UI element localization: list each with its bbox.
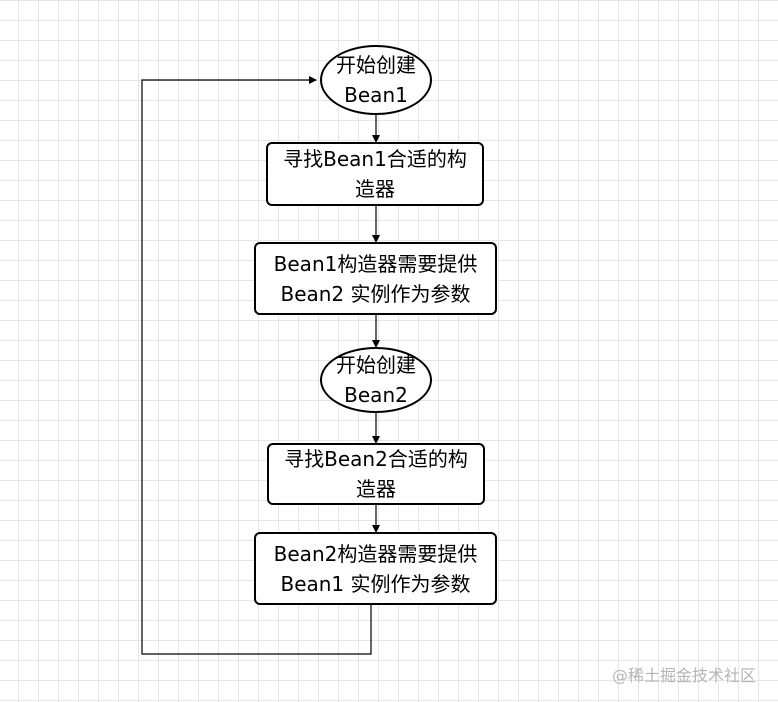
node-find-constructor-bean1-label: 寻找Bean1合适的构 造器 — [283, 147, 467, 201]
node-start-bean1: 开始创建 Bean1 — [320, 45, 432, 115]
node-bean2-needs-bean1: Bean2构造器需要提供 Bean1 实例作为参数 — [254, 532, 497, 605]
node-find-constructor-bean2: 寻找Bean2合适的构 造器 — [267, 443, 485, 505]
node-start-bean1-label: 开始创建 Bean1 — [336, 53, 416, 107]
node-bean1-needs-bean2-label: Bean1构造器需要提供 Bean2 实例作为参数 — [273, 251, 478, 306]
edge-need2-start1-loop — [141, 76, 372, 655]
node-start-bean2-label: 开始创建 Bean2 — [336, 353, 416, 407]
node-find-constructor-bean2-label: 寻找Bean2合适的构 造器 — [284, 447, 468, 501]
watermark: @稀土掘金技术社区 — [612, 666, 757, 685]
node-bean1-needs-bean2: Bean1构造器需要提供 Bean2 实例作为参数 — [254, 242, 497, 315]
node-find-constructor-bean1: 寻找Bean1合适的构 造器 — [266, 142, 484, 206]
node-start-bean2: 开始创建 Bean2 — [320, 347, 432, 413]
node-bean2-needs-bean1-label: Bean2构造器需要提供 Bean1 实例作为参数 — [273, 541, 478, 596]
